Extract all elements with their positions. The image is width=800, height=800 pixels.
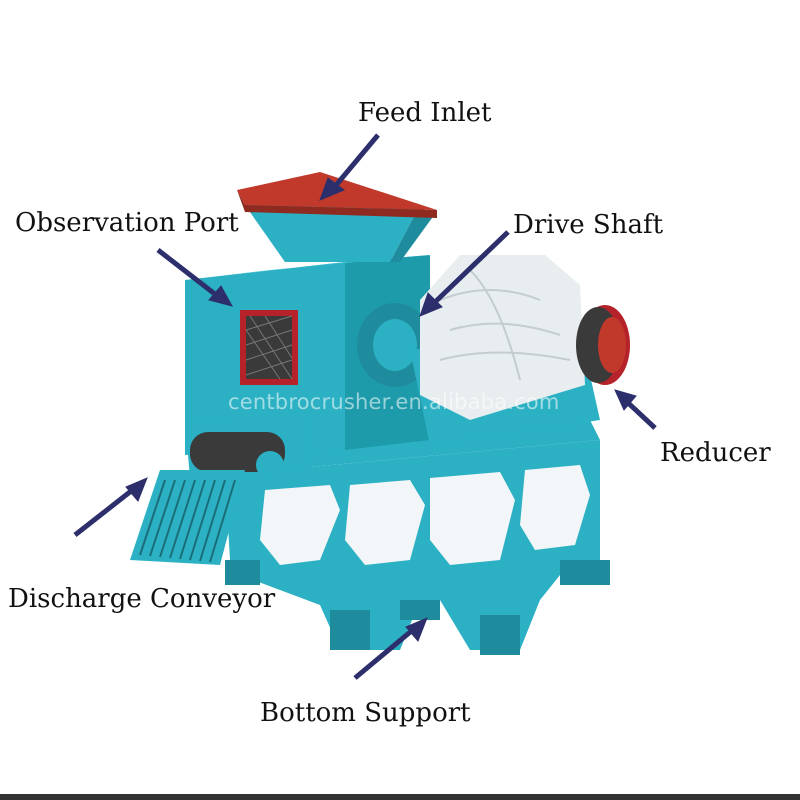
bottom-border [0, 794, 800, 800]
bottom-support-frame [215, 420, 610, 655]
label-reducer: Reducer [660, 438, 771, 468]
discharge-conveyor [130, 410, 310, 565]
arrow-icon [353, 617, 428, 680]
arrow-icon [73, 477, 148, 537]
arrow-icon [319, 133, 380, 201]
arrow-icon [419, 230, 510, 317]
label-feed-inlet: Feed Inlet [358, 98, 492, 128]
label-bottom-support: Bottom Support [260, 698, 471, 728]
label-drive-shaft: Drive Shaft [513, 210, 664, 240]
label-observation-port: Observation Port [15, 208, 239, 238]
arrow-icon [614, 389, 657, 430]
label-discharge-conveyor: Discharge Conveyor [8, 584, 276, 614]
arrow-icon [156, 248, 233, 307]
annotation-arrows [73, 133, 657, 680]
reducer-gearbox [410, 255, 630, 445]
watermark: centbrocrusher.en.alibaba.com [228, 390, 560, 414]
